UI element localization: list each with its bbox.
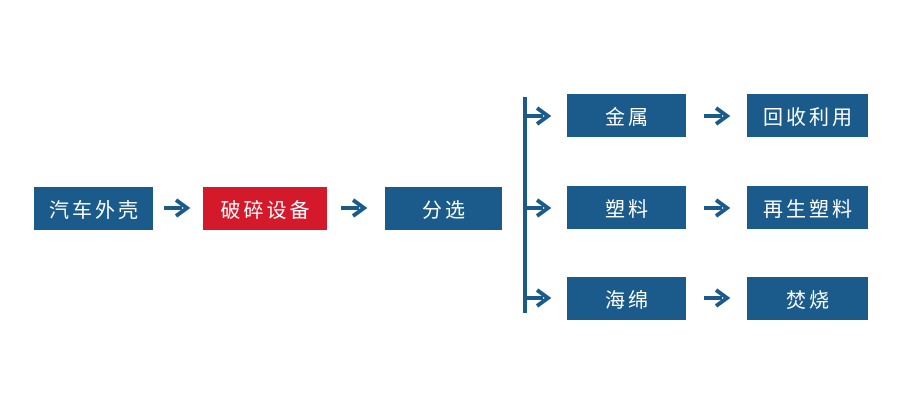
node-incineration: 焚烧 (747, 277, 868, 320)
branch-trunk-line (523, 97, 527, 313)
arrow-right-icon (704, 198, 731, 218)
arrow-right-icon (704, 288, 731, 308)
node-plastic: 塑料 (567, 186, 686, 229)
node-metal: 金属 (567, 94, 686, 137)
node-crushing-equipment: 破碎设备 (203, 187, 327, 230)
arrow-right-icon (164, 198, 191, 218)
branch-arrow-right-icon (524, 288, 552, 308)
node-sponge: 海绵 (567, 277, 686, 320)
node-recycled-plastic: 再生塑料 (747, 186, 868, 229)
branch-arrow-right-icon (524, 198, 552, 218)
arrow-right-icon (704, 106, 731, 126)
node-car-shell: 汽车外壳 (34, 187, 153, 230)
node-recycle-reuse: 回收利用 (747, 94, 868, 137)
branch-arrow-right-icon (524, 106, 552, 126)
arrow-right-icon (341, 198, 368, 218)
node-sorting: 分选 (385, 187, 502, 230)
